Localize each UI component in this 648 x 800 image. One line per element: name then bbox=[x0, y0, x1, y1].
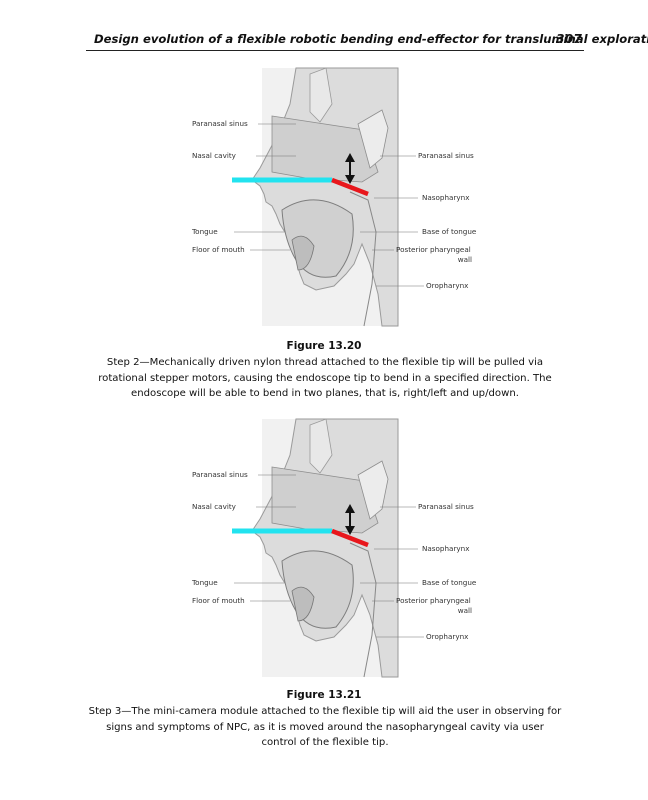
label-paranasal-sinus-right: Paranasal sinus bbox=[418, 502, 474, 511]
flexible-tip bbox=[331, 177, 369, 197]
label-wall: wall bbox=[457, 255, 472, 264]
figure-13-20-label: Figure 13.20 bbox=[286, 340, 362, 352]
label-floor-of-mouth: Floor of mouth bbox=[192, 596, 245, 605]
label-tongue: Tongue bbox=[192, 578, 218, 587]
label-wall: wall bbox=[457, 606, 472, 615]
head-anatomy-diagram bbox=[232, 418, 424, 678]
label-oropharynx: Oropharynx bbox=[426, 281, 469, 290]
label-paranasal-sinus-left: Paranasal sinus bbox=[192, 119, 248, 128]
label-paranasal-sinus-left: Paranasal sinus bbox=[192, 470, 248, 479]
figure-13-21-illustration: Paranasal sinus Nasal cavity Tongue Floo… bbox=[186, 415, 486, 681]
header-title: Design evolution of a flexible robotic b… bbox=[94, 32, 648, 46]
label-base-of-tongue: Base of tongue bbox=[422, 227, 477, 236]
figure-13-21-label: Figure 13.21 bbox=[286, 689, 362, 701]
label-tongue: Tongue bbox=[192, 227, 218, 236]
figure-13-20-caption: Step 2—Mechanically driven nylon thread … bbox=[98, 357, 552, 399]
label-nasopharynx: Nasopharynx bbox=[422, 193, 470, 202]
label-base-of-tongue: Base of tongue bbox=[422, 578, 477, 587]
label-floor-of-mouth: Floor of mouth bbox=[192, 245, 245, 254]
label-oropharynx: Oropharynx bbox=[426, 632, 469, 641]
label-nasopharynx: Nasopharynx bbox=[422, 544, 470, 553]
figure-13-21-caption: Step 3—The mini-camera module attached t… bbox=[88, 706, 562, 748]
head-anatomy-diagram bbox=[232, 67, 424, 327]
label-posterior-pharyngeal: Posterior pharyngeal bbox=[396, 596, 471, 605]
flexible-tip bbox=[331, 528, 369, 548]
figure-13-20-illustration: Paranasal sinus Nasal cavity Tongue Floo… bbox=[186, 64, 486, 330]
label-posterior-pharyngeal: Posterior pharyngeal bbox=[396, 245, 471, 254]
page-number: 307 bbox=[555, 31, 582, 46]
label-paranasal-sinus-right: Paranasal sinus bbox=[418, 151, 474, 160]
running-header: Design evolution of a flexible robotic b… bbox=[86, 30, 648, 51]
label-nasal-cavity: Nasal cavity bbox=[192, 151, 236, 160]
label-nasal-cavity: Nasal cavity bbox=[192, 502, 236, 511]
